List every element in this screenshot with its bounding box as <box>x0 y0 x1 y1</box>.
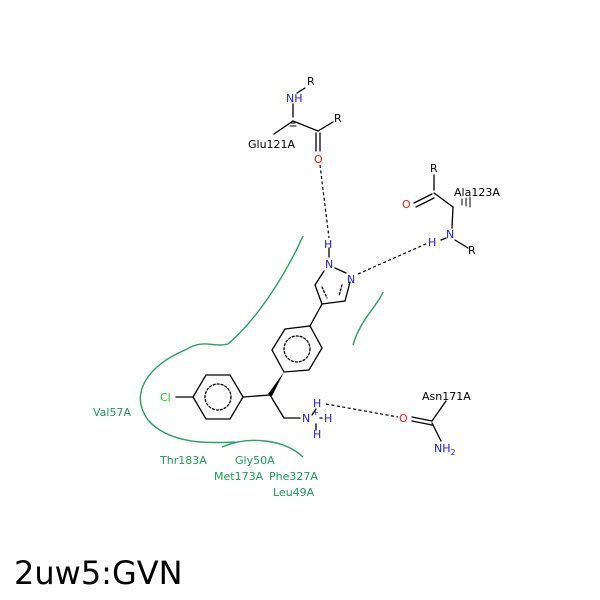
residue-labels: Glu121A Ala123A Asn171A Val57A Thr183A G… <box>93 138 500 499</box>
bond <box>242 394 271 398</box>
residue-label-met173a: Met173A <box>214 470 264 483</box>
aromatic-circle <box>204 383 232 411</box>
aromatic-circle <box>283 335 311 363</box>
residue-label-asn171a: Asn171A <box>422 390 471 403</box>
bond <box>431 400 447 422</box>
bond <box>431 422 442 442</box>
atom-labels: R NH R O R O N H R H N N Cl H N + H H O … <box>160 75 476 457</box>
atom-h: H <box>313 397 321 410</box>
residue-label-phe327a: Phe327A <box>269 470 318 483</box>
atom-h: H <box>313 428 321 441</box>
atom-o: O <box>314 153 323 166</box>
benzene-ring-upper <box>271 325 323 373</box>
asn171a-residue <box>411 400 447 442</box>
bond <box>314 270 325 286</box>
atom-r: R <box>430 162 438 175</box>
bond <box>273 120 294 135</box>
chlorophenyl-ring <box>175 374 244 420</box>
atom-r: R <box>468 244 476 257</box>
hydrophobic-arc-left <box>139 235 304 444</box>
residue-label-ala123a: Ala123A <box>454 186 500 199</box>
atom-h: H <box>324 412 332 425</box>
residue-label-gly50a: Gly50A <box>235 454 275 467</box>
hbond-asn171a <box>325 403 399 418</box>
bond <box>451 206 454 229</box>
atom-nplus: N <box>302 412 310 425</box>
bond <box>309 303 323 327</box>
ala123a-residue <box>413 174 471 249</box>
bond <box>411 416 433 422</box>
residue-label-leu49a: Leu49A <box>273 486 315 499</box>
bond <box>413 193 433 204</box>
atom-o: O <box>399 412 408 425</box>
atom-nh: NH <box>286 92 303 105</box>
bond <box>440 237 447 241</box>
bond <box>296 87 306 94</box>
atom-charge: + <box>312 408 319 417</box>
atom-r: R <box>307 75 315 88</box>
atom-nh2: NH2 <box>434 442 456 457</box>
atom-n: N <box>446 228 454 241</box>
ring <box>271 325 323 373</box>
bond <box>311 408 317 416</box>
residue-label-thr183a: Thr183A <box>159 454 207 467</box>
residue-label-val57a: Val57A <box>93 406 131 419</box>
bond <box>344 281 351 302</box>
atom-h: H <box>428 236 436 249</box>
glu121a-residue <box>273 87 334 152</box>
residue-label-glu121a: Glu121A <box>248 138 296 151</box>
bond <box>415 197 435 208</box>
bond <box>454 239 469 249</box>
atom-n: N <box>347 273 355 286</box>
stereo-wedge <box>268 372 284 396</box>
bond <box>433 192 454 208</box>
atom-o: O <box>402 198 411 211</box>
diagram-title: 2uw5:GVN <box>14 554 183 592</box>
bond <box>292 120 319 132</box>
hbond-glu121a <box>319 164 330 239</box>
atom-h: H <box>324 238 332 251</box>
ring <box>192 374 244 420</box>
bond <box>321 300 346 305</box>
bond <box>317 121 334 132</box>
atom-cl: Cl <box>160 391 171 404</box>
aromatic <box>338 284 343 297</box>
atom-n: N <box>325 258 333 271</box>
pyrazole-ring <box>314 247 351 305</box>
bond <box>334 267 347 274</box>
bond <box>411 420 433 426</box>
bond <box>269 394 285 419</box>
hydrophobic-arc-right <box>352 291 384 346</box>
hbond-ala123a <box>357 242 429 275</box>
aromatic <box>321 286 328 299</box>
bond <box>314 284 323 305</box>
hydrophobic-arc-bottom <box>221 439 304 458</box>
atom-r: R <box>334 112 342 125</box>
